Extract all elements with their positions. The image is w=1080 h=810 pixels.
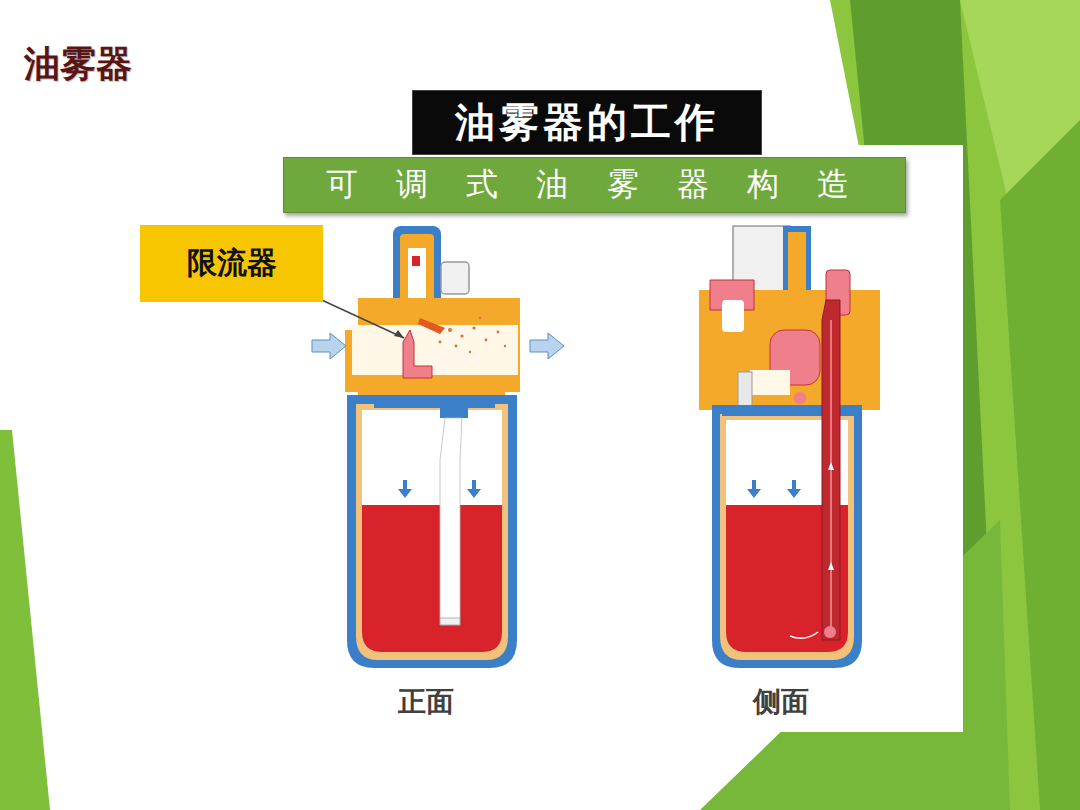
- node-text: 限流器: [187, 243, 277, 284]
- node-text: 可 调 式 油 雾 器 构 造: [326, 163, 863, 207]
- view-label: 侧面: [753, 683, 809, 721]
- front-view: [312, 226, 564, 668]
- leader-arrowhead: [394, 330, 404, 338]
- picture-panel: [283, 145, 963, 732]
- callout-box: 限流器: [140, 225, 323, 302]
- green-shape: [1000, 120, 1080, 810]
- slide-title: 油雾器: [24, 40, 132, 89]
- heading-box: 油雾器的工作: [412, 90, 762, 155]
- green-shape: [0, 430, 50, 810]
- subtitle-band: 可 调 式 油 雾 器 构 造: [283, 157, 906, 213]
- view-label: 正面: [398, 683, 454, 721]
- node-text: 油雾器的工作: [455, 95, 719, 150]
- side-view: [699, 226, 880, 668]
